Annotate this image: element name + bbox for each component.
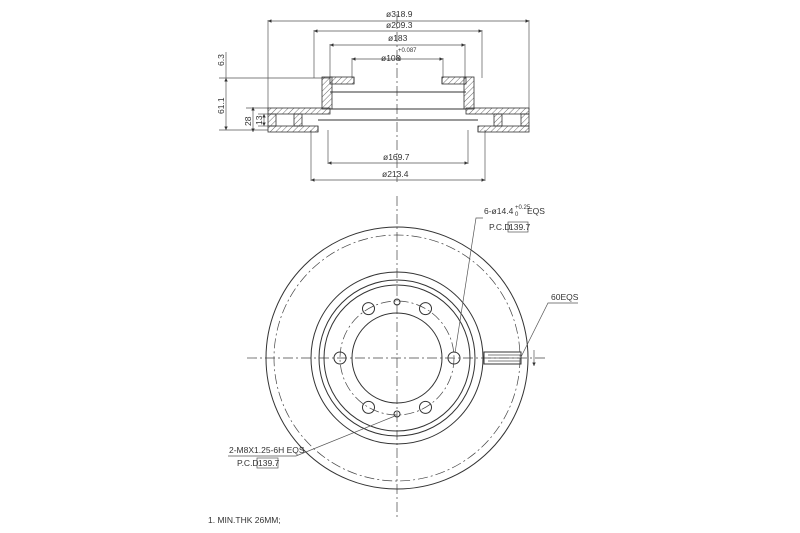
side-view-labels: ø318.9 ø209.3 ø183 ø108 +0.087 0 ø169.7 … [216,9,417,179]
plate-top-right [465,107,530,115]
center-bore [351,312,443,404]
leader-bolt-hole [454,217,483,354]
bolt-hole [419,302,432,316]
dim-108-tol-upper: +0.087 [398,48,417,54]
vent-slot [483,351,522,365]
threaded-hole [393,410,401,418]
leader-thread [228,415,396,457]
pcd-value-1: 139.7 [509,222,531,232]
dim-183: ø183 [388,33,408,43]
leader-vent [520,302,578,358]
dim-108-tol-lower: 0 [398,57,402,63]
bolt-hole [333,351,347,365]
bolt-hole [419,400,432,414]
bolt-hole [447,351,461,365]
pcd-label-2: P.C.D [237,458,259,468]
front-view [228,196,578,518]
plate-top-left [267,107,331,115]
pcd-circle [339,300,455,416]
plate-bottom-left [267,125,319,133]
thread-note: 2-M8X1.25-6H EQS [229,445,305,455]
bolt-hole [362,302,375,316]
hat-top-left [329,76,355,85]
side-view [219,14,530,182]
hat-outer [310,271,484,445]
bolt-hole [362,400,375,414]
dim-213: ø213.4 [382,169,409,179]
dim-318: ø318.9 [386,9,413,19]
dim-169: ø169.7 [383,152,410,162]
dim-6-3: 6.3 [216,54,226,66]
bolt-hole-suffix: EQS [527,206,545,216]
footnote: 1. MIN.THK 26MM; [208,515,281,525]
pcd-label-1: P.C.D [489,222,511,232]
front-view-labels: 6-ø14.4 +0.25 0 EQS P.C.D 139.7 60EQS 2-… [229,205,579,468]
pcd-box-1 [507,221,529,233]
dim-61-1: 61.1 [216,97,226,114]
pcd-value-2: 139.7 [258,458,280,468]
bolt-hole-note: 6-ø14.4 [484,206,514,216]
vent-note: 60EQS [551,292,579,302]
pcd-box-2 [256,457,279,469]
dim-108: ø108 [381,53,401,63]
dim-209: ø209.3 [386,20,413,30]
dim-28: 28 [243,116,253,126]
hat-top-right [441,76,467,85]
disc-outer [265,226,529,490]
bolt-hole-tol-upper: +0.25 [515,205,531,211]
hat-inner [318,279,476,437]
hub-face [323,284,471,432]
threaded-hole [393,298,401,306]
plate-bottom-right [477,125,530,133]
bolt-hole-tol-lower: 0 [515,212,519,218]
dim-13: 13 [254,115,264,125]
